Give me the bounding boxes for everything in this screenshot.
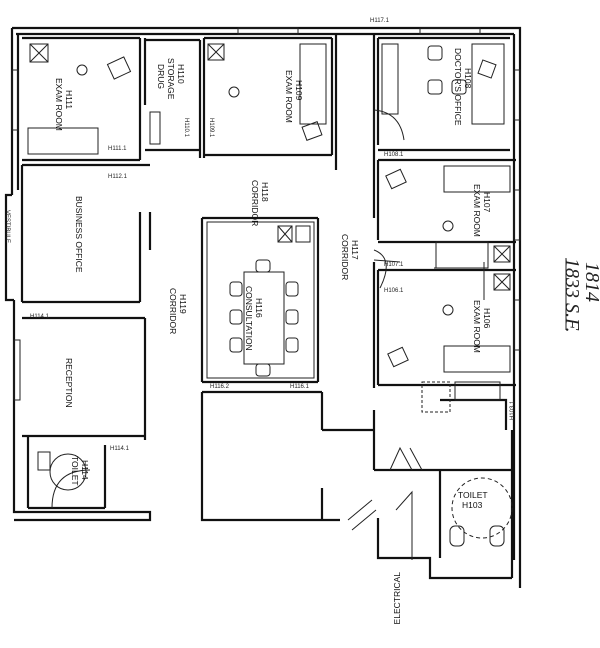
room-label-exam-h106: EXAM ROOM <box>472 300 482 353</box>
door-tag: H112.1 <box>108 174 128 180</box>
room-code-h108: H108 <box>463 68 473 89</box>
area-struck: 1833 S.F. <box>561 258 583 333</box>
room-label-toilet-h103: TOILET <box>458 490 488 500</box>
area-annotation: 1833 S.F. 1814 <box>561 258 600 333</box>
door-tag: H108.1 <box>384 152 404 158</box>
room-label-exam-h111: EXAM ROOM <box>54 78 64 131</box>
room-code-h118: H118 <box>260 182 270 202</box>
room-label-corridor-h117: CORRIDOR <box>340 234 350 280</box>
room-code-h111: H111 <box>64 90 74 109</box>
room-label-doctors: DOCTOR'S OFFICE <box>453 48 463 126</box>
room-code-h119: H119 <box>178 294 188 314</box>
door-tag: H109.1 <box>208 118 214 138</box>
furniture <box>27 43 513 547</box>
windows <box>11 27 521 401</box>
door-tags: H117.1 H111.1 H112.1 H110.1 H109.1 H108.… <box>30 18 516 452</box>
room-code-h116: H116 <box>254 298 264 318</box>
door-tag: H110.1 <box>183 118 189 138</box>
door-tag: H114.1 <box>30 314 50 320</box>
door-tag: H116.2 <box>210 384 230 390</box>
room-label-business: BUSINESS OFFICE <box>74 196 84 273</box>
room-code-h114: H114 <box>80 460 90 480</box>
room-label-electrical: ELECTRICAL <box>392 572 402 625</box>
room-label-corridor-h119: CORRIDOR <box>168 288 178 334</box>
room-code-h110: H110 <box>176 64 186 84</box>
room-label-vestibule: VESTIBULE <box>4 210 10 243</box>
area-handwritten: 1814 <box>581 262 600 302</box>
room-label-reception: RECEPTION <box>64 358 74 408</box>
room-label-exam-h109: EXAM ROOM <box>284 70 294 123</box>
interior-walls <box>20 34 516 578</box>
room-label-drug: DRUG <box>156 64 166 89</box>
door-tag: H116.1 <box>290 384 310 390</box>
room-label-storage: STORAGE <box>166 58 176 100</box>
door-tag: H107.1 <box>384 262 404 268</box>
room-code-h109: H109 <box>294 80 304 101</box>
room-code-h106: H106 <box>482 308 492 329</box>
room-code-h107: H107 <box>482 192 492 213</box>
room-code-h117: H117 <box>350 240 360 260</box>
door-tag: H111.1 <box>108 146 127 152</box>
door-tag: H114.1 <box>110 446 130 452</box>
room-label-consultation: CONSULTATION <box>244 286 254 351</box>
door-tag: H117.1 <box>370 18 390 24</box>
room-labels: EXAM ROOM H111 DRUG STORAGE H110 EXAM RO… <box>4 48 492 624</box>
doors <box>51 109 423 560</box>
door-tag: H103.1 <box>510 400 516 420</box>
room-label-toilet-h114: TOILET <box>70 456 80 486</box>
room-label-exam-h107: EXAM ROOM <box>472 184 482 237</box>
room-label-corridor-h118: CORRIDOR <box>250 180 260 226</box>
room-code-h103: H103 <box>462 500 483 510</box>
door-tag: H106.1 <box>384 288 404 294</box>
